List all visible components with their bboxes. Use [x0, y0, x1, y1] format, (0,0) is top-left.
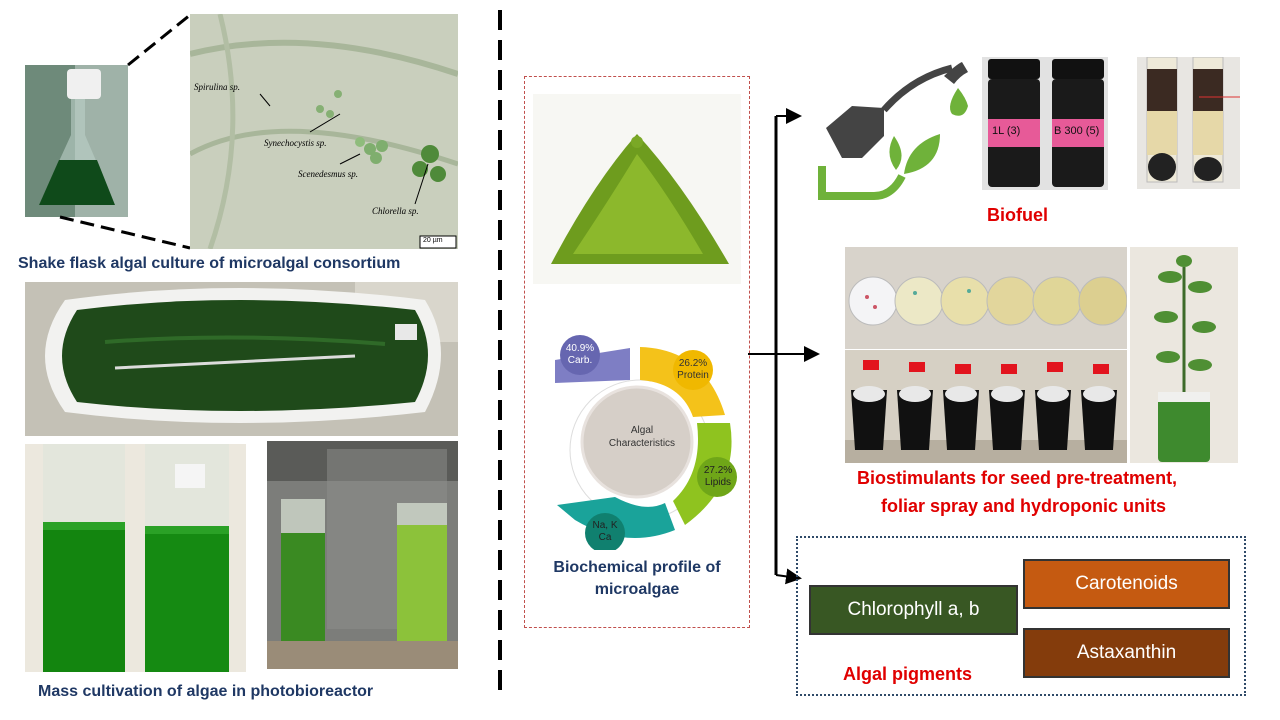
caption-biofuel: Biofuel — [987, 205, 1048, 225]
cycle-diagram — [555, 335, 737, 550]
cycle-center-label: Algal Characteristics — [608, 425, 676, 449]
caption-biostimulants-2: foliar spray and hydroponic units — [881, 496, 1167, 516]
caption-mass-cultivation: Mass cultivation of algae in photobiorea… — [38, 683, 374, 700]
algal-powder-photo — [533, 94, 741, 284]
photobioreactor-photo-1 — [25, 444, 246, 672]
fuel-nozzle-icon — [818, 62, 968, 200]
caption-shake-flask: Shake flask algal culture of microalgal … — [18, 255, 401, 272]
cycle-protein-label: 26.2% Protein — [677, 358, 709, 381]
pigments-panel — [796, 536, 1246, 696]
seedling-pots-photo — [845, 350, 1127, 463]
photobioreactor-photo-2 — [267, 441, 458, 669]
vial-label-2: B 300 (5) — [1054, 125, 1100, 137]
raceway-pond-photo — [25, 282, 458, 436]
center-circle — [580, 385, 694, 499]
biofuel-vials-photo: 1L (3) B 300 (5) — [982, 57, 1108, 190]
petri-dish-photo — [845, 247, 1127, 349]
label-spirulina: Spirulina sp. — [194, 82, 241, 92]
caption-biostimulants-1: Biostimulants for seed pre-treatment, — [857, 468, 1178, 488]
vial-label-1: 1L (3) — [992, 125, 1021, 137]
shake-flask-photo — [25, 65, 128, 217]
biochemical-panel — [524, 76, 750, 628]
microscope-image: Spirulina sp. Synechocystis sp. Scenedes… — [190, 14, 458, 249]
astaxanthin-box: Astaxanthin — [1023, 628, 1230, 678]
label-chlorella: Chlorella sp. — [372, 206, 419, 216]
caption-biochemical-1: Biochemical profile of microalgae — [553, 559, 721, 598]
caption-algal-pigments: Algal pigments — [843, 664, 973, 684]
chlorophyll-box: Chlorophyll a, b — [809, 585, 1018, 635]
cycle-carb-label: 40.9% Carb. — [565, 343, 595, 366]
biofuel-tubes-photo — [1137, 57, 1240, 189]
label-synechocystis: Synechocystis sp. — [264, 138, 327, 148]
zoom-lines — [59, 13, 191, 250]
scale-bar-label: 20 µm — [423, 237, 443, 244]
cycle-na-k-ca-label: Na, K Ca — [592, 520, 618, 543]
flow-arrows — [748, 108, 820, 585]
carotenoids-box: Carotenoids — [1023, 559, 1230, 609]
hydroponic-plant-photo — [1130, 247, 1238, 463]
cycle-lipids-label: 27.2% Lipids — [703, 465, 733, 488]
label-scenedesmus: Scenedesmus sp. — [298, 169, 358, 179]
separator-line — [498, 10, 502, 700]
